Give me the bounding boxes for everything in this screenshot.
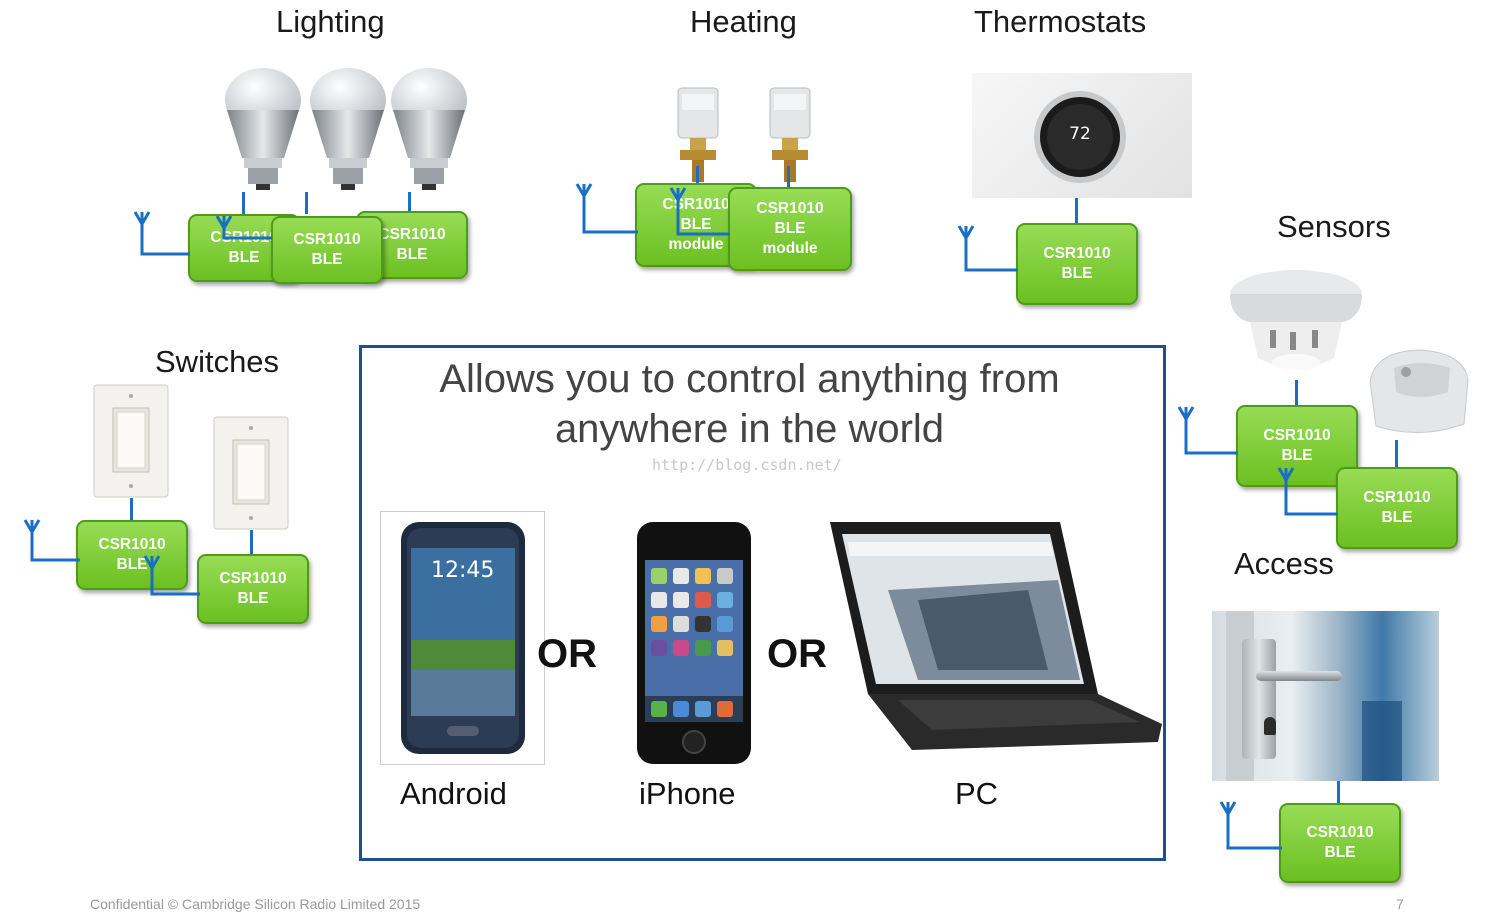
- android-phone-frame: 12:45: [380, 511, 545, 765]
- antenna-icon: [23, 519, 80, 562]
- antenna-icon: [1277, 467, 1338, 516]
- laptop-icon: [830, 522, 1162, 750]
- antenna-icon: [1177, 406, 1238, 455]
- antenna-icon: [215, 215, 272, 240]
- module-line2: BLE: [396, 246, 428, 263]
- antenna-icon: [133, 211, 190, 256]
- android-phone-icon: [401, 522, 525, 754]
- thermostat-temperature: 72: [1069, 124, 1091, 144]
- light-switch-icon: [213, 416, 289, 530]
- device-label-android: Android: [400, 776, 507, 811]
- module-line1: CSR1010: [1306, 824, 1374, 841]
- or-label-2: OR: [767, 632, 827, 676]
- smoke-detector-icon: [1230, 270, 1362, 370]
- module-line1: CSR1010: [98, 536, 166, 553]
- antenna-icon: [669, 187, 730, 236]
- module-line2: BLE: [1381, 509, 1413, 526]
- watermark: http://blog.csdn.net/: [652, 456, 842, 474]
- footer-confidential: Confidential © Cambridge Silicon Radio L…: [90, 896, 421, 912]
- thermostats-title: Thermostats: [974, 4, 1147, 39]
- panel-message-line2: anywhere in the world: [554, 407, 945, 451]
- antenna-icon: [575, 183, 638, 234]
- device-label-pc: PC: [955, 776, 999, 811]
- module-line2: BLE: [237, 590, 269, 607]
- module-line3: module: [668, 236, 724, 253]
- module-line2: BLE: [228, 249, 260, 266]
- module-line1: CSR1010: [1363, 489, 1431, 506]
- module-line1: CSR1010: [1263, 427, 1331, 444]
- antenna-icon: [143, 555, 200, 596]
- module-line3: module: [762, 240, 818, 257]
- thermostat-photo: 72: [972, 73, 1192, 198]
- module-line1: CSR1010: [293, 231, 361, 248]
- thermostat-icon: [1034, 91, 1126, 183]
- android-clock: 12:45: [431, 558, 495, 583]
- module-line1: CSR1010: [378, 226, 446, 243]
- device-label-iphone: iPhone: [639, 776, 736, 811]
- module-line1: CSR1010: [756, 200, 824, 217]
- lighting-title: Lighting: [276, 4, 385, 39]
- sensors-title: Sensors: [1277, 209, 1391, 244]
- light-bulb-icon: [310, 68, 386, 190]
- or-label-1: OR: [537, 632, 597, 676]
- access-title: Access: [1234, 546, 1334, 581]
- valve-icon: [677, 87, 719, 182]
- module-line1: CSR1010: [1043, 245, 1111, 262]
- page-number: 7: [1396, 896, 1404, 912]
- module-line2: BLE: [1281, 447, 1313, 464]
- module-line2: BLE: [1061, 265, 1093, 282]
- module-line2: BLE: [1324, 844, 1356, 861]
- module-line2: BLE: [680, 216, 712, 233]
- control-anywhere-panel: Allows you to control anything from anyw…: [359, 345, 1166, 861]
- heating-title: Heating: [690, 4, 797, 39]
- light-switch-icon: [93, 384, 169, 498]
- antenna-icon: [1219, 801, 1282, 850]
- valve-icon: [769, 87, 811, 182]
- light-bulb-icon: [391, 68, 467, 190]
- panel-message-line1: Allows you to control anything from: [439, 357, 1060, 401]
- module-line1: CSR1010: [219, 570, 287, 587]
- door-lock-photo: [1212, 611, 1439, 781]
- panel-message: Allows you to control anything from anyw…: [362, 354, 1137, 454]
- antenna-icon: [957, 225, 1018, 272]
- module-line2: BLE: [116, 556, 148, 573]
- module-line2: BLE: [311, 251, 343, 268]
- light-bulb-icon: [225, 68, 301, 190]
- motion-sensor-icon: [1369, 349, 1469, 433]
- switches-title: Switches: [155, 344, 280, 379]
- module-line2: BLE: [774, 220, 806, 237]
- iphone-icon: [637, 522, 751, 764]
